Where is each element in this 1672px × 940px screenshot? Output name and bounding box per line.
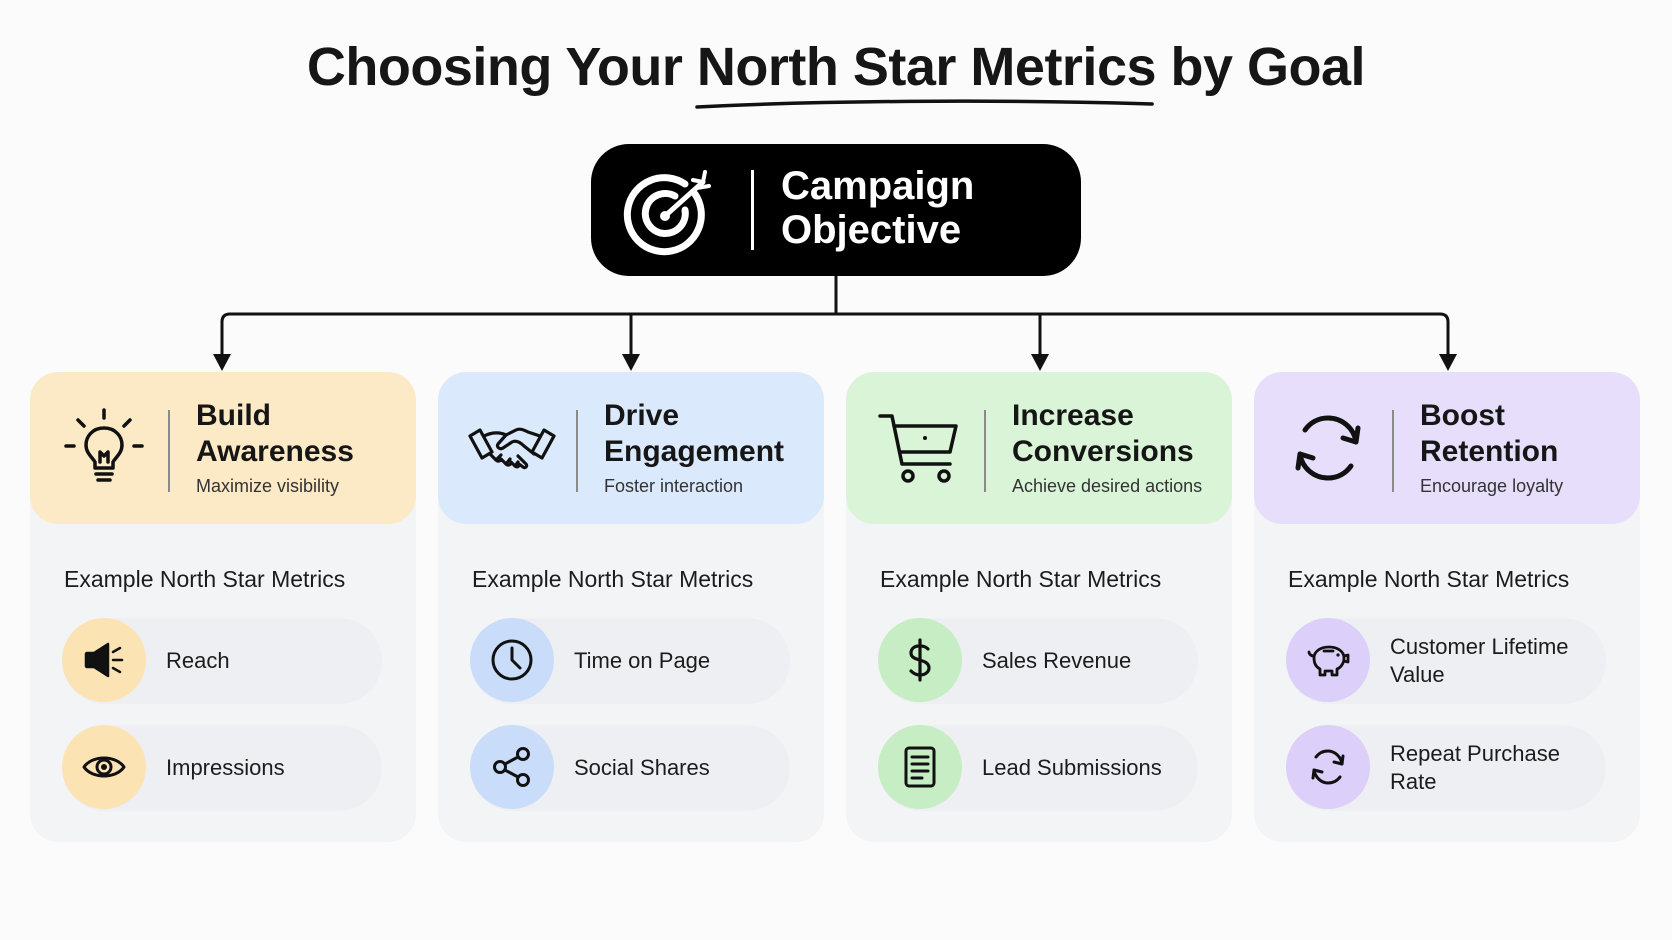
megaphone-icon — [84, 642, 124, 678]
title-highlight: North Star Metrics — [695, 36, 1157, 109]
metric-label: Customer Lifetime Value — [1390, 634, 1569, 687]
metric-label: Repeat Purchase Rate — [1390, 741, 1560, 794]
shopping-cart-icon — [878, 414, 958, 483]
metric-item-reach: Reach — [62, 618, 382, 704]
header-divider — [984, 410, 986, 492]
goal-header-engagement: Drive Engagement Foster interaction — [438, 372, 824, 524]
goal-title: Drive Engagement — [604, 399, 785, 468]
section-label: Example North Star Metrics — [1288, 566, 1570, 592]
header-divider — [168, 410, 170, 492]
title-suffix: by Goal — [1156, 37, 1366, 97]
metric-icon-bubble — [1286, 725, 1370, 809]
goal-header-awareness: Build Awareness Maximize visibility — [30, 372, 416, 524]
metric-item-lead-submissions: Lead Submissions — [878, 725, 1198, 811]
metric-item-customer-lifetime-value: Customer Lifetime Value — [1286, 618, 1606, 704]
target-arrow-icon — [623, 170, 711, 256]
metric-icon-bubble — [470, 618, 554, 702]
metric-icon-bubble — [878, 618, 962, 702]
metric-icon-bubble — [62, 618, 146, 702]
piggy-bank-icon — [1307, 645, 1350, 677]
metric-item-sales-revenue: Sales Revenue — [878, 618, 1198, 704]
refresh-cycle-icon — [1295, 415, 1361, 481]
goal-subtitle: Maximize visibility — [196, 476, 340, 496]
header-divider — [576, 410, 578, 492]
campaign-objective-node: Campaign Objective — [591, 144, 1081, 276]
goal-card-awareness: Build Awareness Maximize visibility Exam… — [30, 372, 416, 842]
header-divider — [1392, 410, 1394, 492]
lightbulb-icon — [64, 408, 144, 482]
goal-header-retention: Boost Retention Encourage loyalty — [1254, 372, 1640, 524]
title-underline — [695, 99, 1154, 109]
objective-divider — [751, 170, 754, 250]
section-label: Example North Star Metrics — [472, 566, 754, 592]
metric-label: Sales Revenue — [982, 648, 1132, 673]
share-icon — [493, 747, 530, 787]
title-prefix: Choosing Your — [306, 37, 697, 97]
metric-label: Impressions — [166, 755, 285, 780]
goal-title: Build Awareness — [196, 399, 354, 468]
document-icon — [904, 746, 936, 788]
metric-label: Reach — [166, 648, 230, 673]
metric-item-impressions: Impressions — [62, 725, 382, 811]
section-label: Example North Star Metrics — [880, 566, 1162, 592]
metric-icon-bubble — [470, 725, 554, 809]
goal-subtitle: Achieve desired actions — [1012, 476, 1203, 496]
metric-icon-bubble — [62, 725, 146, 809]
repeat-icon — [1311, 749, 1345, 785]
metric-item-social-shares: Social Shares — [470, 725, 790, 811]
dollar-icon — [909, 638, 931, 682]
goal-card-retention: Boost Retention Encourage loyalty Exampl… — [1254, 372, 1640, 842]
handshake-icon — [468, 427, 556, 470]
goal-title: Boost Retention — [1420, 399, 1559, 468]
metric-icon-bubble — [878, 725, 962, 809]
eye-icon — [82, 756, 126, 778]
metric-label: Time on Page — [574, 648, 711, 673]
metric-item-repeat-purchase-rate: Repeat Purchase Rate — [1286, 725, 1606, 811]
goal-subtitle: Foster interaction — [604, 476, 744, 496]
metric-label: Lead Submissions — [982, 755, 1162, 780]
goal-title: Increase Conversions — [1012, 399, 1194, 468]
goal-subtitle: Encourage loyalty — [1420, 476, 1564, 496]
goal-card-conversions: Increase Conversions Achieve desired act… — [846, 372, 1232, 842]
metric-label: Social Shares — [574, 755, 710, 780]
goal-header-conversions: Increase Conversions Achieve desired act… — [846, 372, 1232, 524]
clock-icon — [491, 639, 533, 681]
section-label: Example North Star Metrics — [64, 566, 346, 592]
title-highlight-text: North Star Metrics — [696, 37, 1157, 97]
metric-icon-bubble — [1286, 618, 1370, 702]
page-title: Choosing Your North Star Metrics by Goal — [0, 36, 1672, 109]
metric-item-time-on-page: Time on Page — [470, 618, 790, 704]
objective-label: Campaign Objective — [781, 164, 975, 252]
goal-card-engagement: Drive Engagement Foster interaction Exam… — [438, 372, 824, 842]
